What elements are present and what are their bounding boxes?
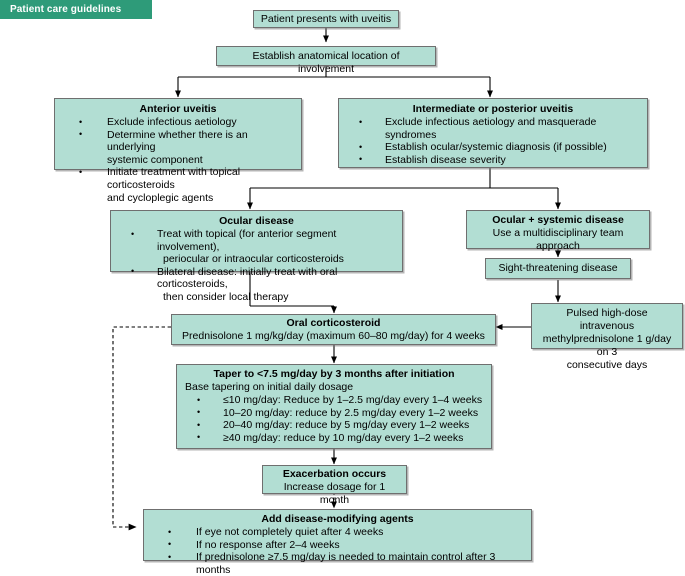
- list-item: Establish disease severity: [345, 153, 641, 167]
- node-ocular-disease[interactable]: Ocular disease Treat with topical (for a…: [110, 210, 403, 303]
- list-item: Exclude infectious aetiology: [61, 116, 295, 129]
- list-item-continuation: then consider local therapy: [163, 290, 289, 303]
- node-add-dmards-list: If eye not completely quiet after 4 week…: [150, 526, 525, 576]
- node-establish-location[interactable]: Establish anatomical location of involve…: [216, 46, 436, 75]
- node-oral-corticosteroid-subtitle: Prednisolone 1 mg/kg/day (maximum 60–80 …: [182, 330, 485, 342]
- node-taper-schedule-title: Taper to <7.5 mg/day by 3 months after i…: [213, 368, 455, 380]
- list-item: 10–20 mg/day: reduce by 2.5 mg/day every…: [183, 406, 485, 420]
- list-item: Determine whether there is an underlying: [61, 128, 295, 154]
- node-exacerbation-title: Exacerbation occurs: [282, 468, 387, 480]
- list-item: Exclude infectious aetiology and masquer…: [345, 115, 641, 141]
- node-sight-threatening-disease[interactable]: Sight-threatening disease: [485, 258, 631, 279]
- node-pulsed-ivmp-line-3: consecutive days: [566, 359, 648, 371]
- list-item: Treat with topical (for anterior segment…: [117, 227, 396, 253]
- node-pulsed-ivmp[interactable]: Pulsed high-dose intravenous methylpredn…: [531, 303, 683, 371]
- node-exacerbation-subtitle: Increase dosage for 1 month: [283, 481, 386, 506]
- node-intermediate-posterior-uveitis[interactable]: Intermediate or posterior uveitis Exclud…: [338, 98, 648, 168]
- list-item: If no response after 2–4 weeks: [150, 538, 525, 552]
- list-item: Initiate treatment with topical corticos…: [61, 166, 295, 191]
- page-banner: Patient care guidelines: [0, 0, 152, 19]
- list-item: ≥40 mg/day: reduce by 10 mg/day every 1–…: [183, 431, 485, 445]
- list-item: 20–40 mg/day: reduce by 5 mg/day every 1…: [183, 419, 485, 432]
- node-patient-presents-title: Patient presents with uveitis: [260, 13, 392, 25]
- banner-label: Patient care guidelines: [10, 4, 122, 15]
- node-taper-schedule-lead: Base tapering on initial daily dosage: [185, 381, 354, 393]
- list-item: If eye not completely quiet after 4 week…: [150, 526, 525, 539]
- list-item: Bilateral disease: initially treat with …: [117, 265, 396, 291]
- node-exacerbation[interactable]: Exacerbation occurs Increase dosage for …: [262, 465, 407, 506]
- node-sight-threatening-disease-title: Sight-threatening disease: [498, 262, 618, 274]
- node-anterior-uveitis-list: Exclude infectious aetiology Determine w…: [61, 116, 295, 204]
- node-oral-corticosteroid-title: Oral corticosteroid: [286, 317, 381, 329]
- node-anterior-uveitis-title: Anterior uveitis: [139, 103, 217, 115]
- list-item-continuation: periocular or intraocular corticosteroid…: [163, 253, 344, 266]
- node-establish-location-title: Establish anatomical location of involve…: [252, 50, 400, 75]
- list-item-continuation: systemic component: [107, 153, 203, 166]
- node-pulsed-ivmp-line-1: Pulsed high-dose intravenous: [566, 307, 648, 332]
- node-intermediate-posterior-uveitis-list: Exclude infectious aetiology and masquer…: [345, 115, 641, 167]
- node-ocular-disease-list: Treat with topical (for anterior segment…: [117, 227, 396, 304]
- node-ocular-disease-title: Ocular disease: [219, 215, 294, 227]
- list-item-continuation: and cycloplegic agents: [107, 191, 214, 204]
- node-add-dmards[interactable]: Add disease-modifying agents If eye not …: [143, 509, 532, 576]
- connector-feedback-loop: [112, 326, 171, 531]
- node-anterior-uveitis[interactable]: Anterior uveitis Exclude infectious aeti…: [54, 98, 302, 204]
- list-item: Establish ocular/systemic diagnosis (if …: [345, 141, 641, 154]
- node-intermediate-posterior-uveitis-title: Intermediate or posterior uveitis: [412, 103, 574, 115]
- node-ocular-systemic-disease-title: Ocular + systemic disease: [492, 214, 624, 226]
- node-oral-corticosteroid[interactable]: Oral corticosteroid Prednisolone 1 mg/kg…: [171, 314, 496, 345]
- node-pulsed-ivmp-line-2: methylprednisolone 1 g/day on 3: [542, 333, 672, 358]
- node-ocular-systemic-disease[interactable]: Ocular + systemic disease Use a multidis…: [466, 210, 650, 252]
- node-ocular-systemic-disease-subtitle: Use a multidisciplinary team approach: [492, 227, 624, 252]
- node-taper-schedule-list: ≤10 mg/day: Reduce by 1–2.5 mg/day every…: [183, 394, 485, 444]
- node-taper-schedule[interactable]: Taper to <7.5 mg/day by 3 months after i…: [176, 364, 492, 449]
- flowchart-canvas: Patient care guidelines Patient presents…: [0, 0, 685, 564]
- node-patient-presents[interactable]: Patient presents with uveitis: [253, 10, 399, 28]
- list-item: ≤10 mg/day: Reduce by 1–2.5 mg/day every…: [183, 394, 485, 407]
- node-add-dmards-title: Add disease-modifying agents: [261, 513, 414, 525]
